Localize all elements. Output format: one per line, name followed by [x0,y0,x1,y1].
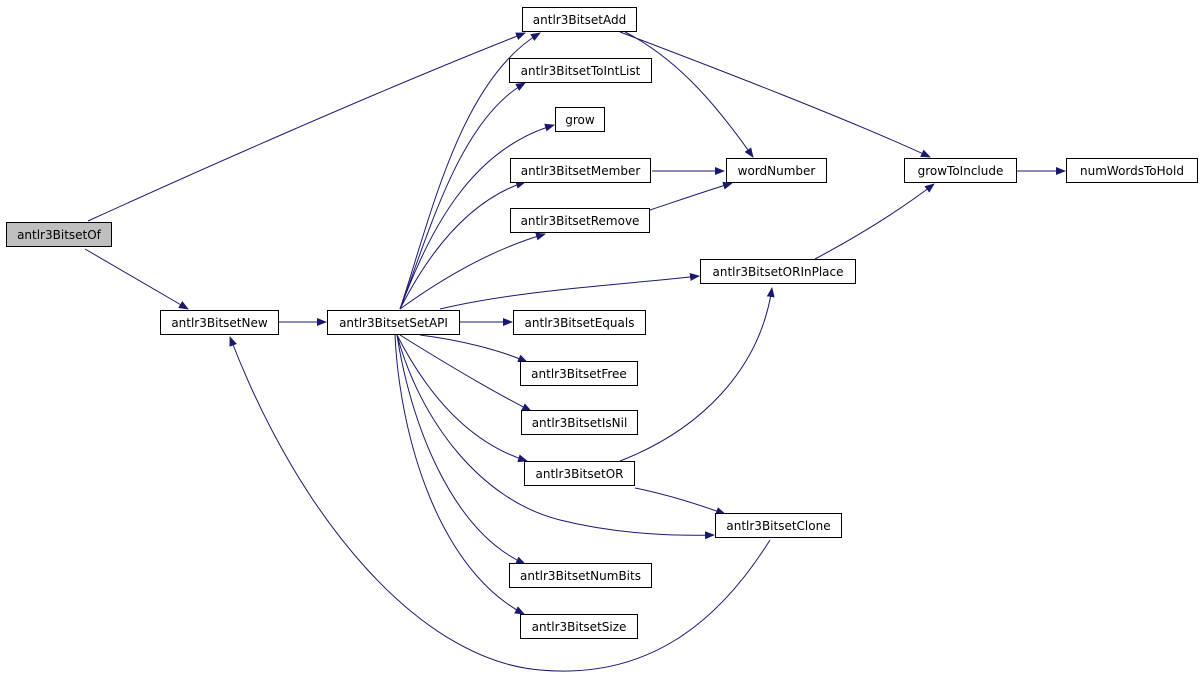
edge-add-to-growtoinclude [619,31,931,158]
node-grow-to-include[interactable]: growToInclude [904,158,1017,183]
node-antlr3-bitset-clone[interactable]: antlr3BitsetClone [715,513,842,538]
edge-clone-to-new [229,336,771,672]
node-grow[interactable]: grow [555,107,605,132]
edge-or-to-clone [634,487,726,515]
edge-setapi-to-orinplace [439,273,700,310]
node-antlr3-bitset-remove[interactable]: antlr3BitsetRemove [510,208,650,233]
node-antlr3-bitset-size[interactable]: antlr3BitsetSize [520,614,638,639]
edge-add-to-wordnumber [624,31,754,158]
edge-setapi-to-or [396,334,528,463]
node-num-words-to-hold[interactable]: numWordsToHold [1066,158,1198,183]
node-antlr3-bitset-of[interactable]: antlr3BitsetOf [6,222,112,247]
edge-setapi-to-grow [399,123,555,310]
node-antlr3-bitset-num-bits[interactable]: antlr3BitsetNumBits [509,563,652,588]
node-antlr3-bitset-member[interactable]: antlr3BitsetMember [510,158,651,183]
node-antlr3-bitset-set-api[interactable]: antlr3BitsetSetAPI [327,310,460,335]
node-antlr3-bitset-free[interactable]: antlr3BitsetFree [520,361,638,386]
node-antlr3-bitset-add[interactable]: antlr3BitsetAdd [522,7,637,32]
edge-setapi-to-tointlist [399,82,526,310]
edge-setapi-to-member [399,181,526,310]
edge-remove-to-wordnumber [649,181,733,211]
node-antlr3-bitset-is-nil[interactable]: antlr3BitsetIsNil [521,410,638,435]
edge-of-to-add [87,32,526,222]
node-word-number[interactable]: wordNumber [726,158,827,183]
edge-orinplace-to-growtoinclude [814,183,935,260]
edge-setapi-to-numbits [396,334,526,565]
node-antlr3-bitset-or[interactable]: antlr3BitsetOR [524,461,635,486]
edge-or-to-orinplace [619,287,775,462]
edge-setapi-to-add [399,32,541,310]
edge-setapi-to-free [419,334,528,363]
edge-setapi-to-isnil [399,334,532,412]
edge-setapi-to-size [394,334,525,615]
node-antlr3-bitset-or-in-place[interactable]: antlr3BitsetORInPlace [700,259,856,284]
edge-setapi-to-clone [396,334,715,540]
node-antlr3-bitset-equals[interactable]: antlr3BitsetEquals [513,310,646,335]
node-antlr3-bitset-to-int-list[interactable]: antlr3BitsetToIntList [509,58,652,83]
node-antlr3-bitset-new[interactable]: antlr3BitsetNew [160,310,279,335]
edge-setapi-to-remove [399,232,546,310]
edge-of-to-new [84,248,189,310]
